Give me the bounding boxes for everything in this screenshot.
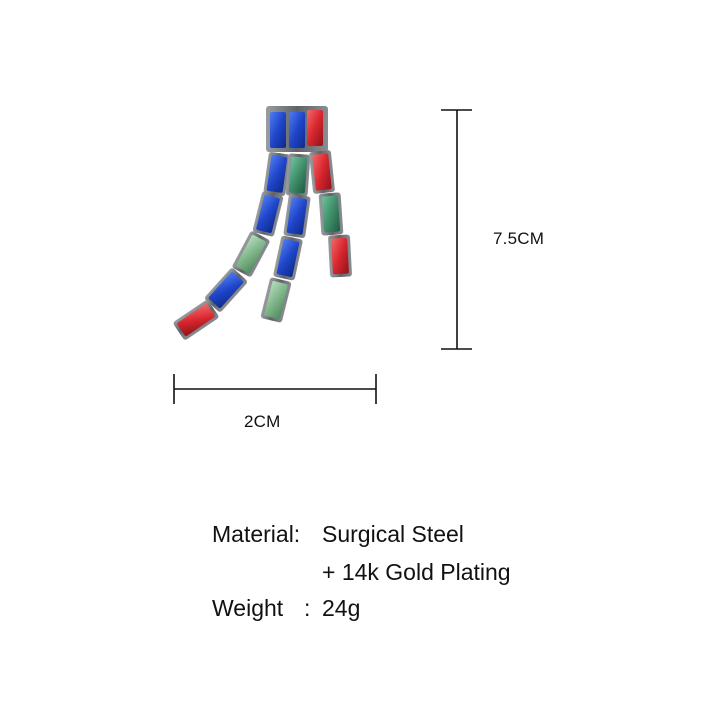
gem-red [307, 110, 323, 146]
gem-blue [286, 197, 308, 235]
gem-red [312, 153, 332, 191]
gem-blue [266, 155, 288, 193]
gem-red [177, 304, 215, 336]
gem-green [321, 195, 341, 233]
weight-separator: : [304, 595, 311, 621]
width-dimension-label: 2CM [244, 412, 281, 431]
weight-label: Weight [212, 595, 284, 621]
plating-value: + 14k Gold Plating [322, 559, 511, 585]
gem-green [288, 156, 308, 194]
gem-blue [256, 195, 280, 233]
gem-light-green [236, 235, 266, 273]
material-label: Material: [212, 521, 301, 547]
earring-strand-right [309, 150, 352, 278]
height-dimension-label: 7.5CM [493, 229, 545, 248]
gem-blue [270, 112, 286, 148]
earring-strand-left [173, 152, 291, 340]
earring-top-bar [266, 106, 328, 152]
height-dimension-line [441, 109, 472, 350]
weight-value: 24g [322, 595, 361, 621]
gem-blue [276, 239, 300, 277]
width-dimension-line [173, 374, 377, 404]
gem-blue [289, 112, 305, 148]
gem-blue [208, 272, 244, 308]
gem-red [331, 237, 349, 275]
gem-light-green [264, 281, 288, 319]
material-value: Surgical Steel [322, 521, 464, 547]
earring-strand-middle [260, 153, 311, 323]
